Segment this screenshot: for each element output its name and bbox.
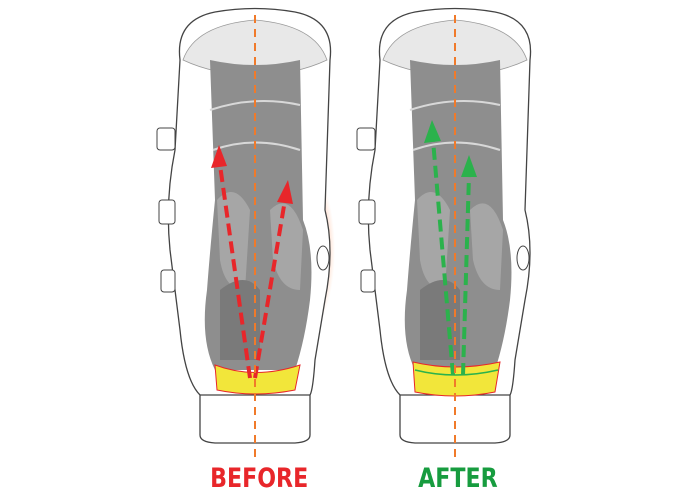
after-label: AFTER: [418, 463, 498, 494]
before-boot: [156, 7, 335, 444]
misaligned-arrows: [218, 164, 287, 379]
arrow-head-icon: [424, 120, 441, 143]
aligned-arrows: [431, 139, 471, 376]
arrow-head-icon: [461, 155, 477, 177]
after-boot: [356, 7, 532, 444]
arrow-head-icon: [277, 180, 293, 204]
insole: [214, 364, 301, 395]
arrow-head-icon: [211, 145, 227, 168]
insole: [412, 361, 501, 397]
before-label: BEFORE: [210, 463, 309, 494]
